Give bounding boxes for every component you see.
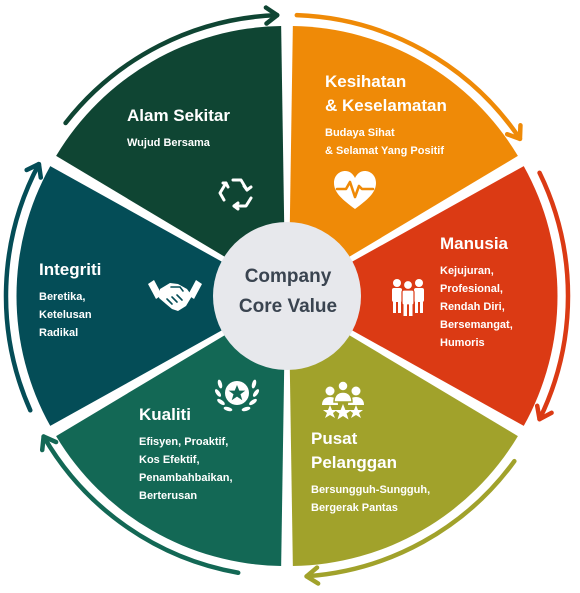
- segment-description-line-2: Bergerak Pantas: [311, 502, 398, 514]
- segment-description-line-3: Penambahbaikan,: [139, 472, 233, 484]
- arrow-head-icon: [24, 161, 44, 180]
- arrow-head-icon: [504, 123, 523, 142]
- segment-description: Beretika,: [39, 291, 86, 303]
- arrow-head-icon: [39, 434, 59, 453]
- people-icon: [392, 279, 424, 316]
- segment-wedge-kesihatan: [288, 26, 518, 293]
- segment-wedge-pusat-pelanggan: [288, 299, 518, 566]
- arrow-head-icon: [304, 565, 321, 586]
- segment-wedge-manusia: [290, 166, 558, 426]
- center-label: Company Core Value: [220, 262, 356, 322]
- handshake-icon: [148, 280, 202, 311]
- segment-description-line-5: Humoris: [440, 337, 485, 349]
- segment-title: Kualiti: [139, 405, 191, 424]
- segment-manusia: Manusia Kejujuran, Profesional, Rendah D…: [440, 232, 513, 352]
- segment-title: Kesihatan: [325, 72, 407, 91]
- segment-pusat-pelanggan: Pusat Pelanggan Bersungguh-Sungguh, Berg…: [311, 427, 430, 517]
- center-line-1: Company: [244, 266, 332, 287]
- segment-description: Bersungguh-Sungguh,: [311, 484, 431, 496]
- segment-title: Alam Sekitar: [127, 106, 230, 125]
- segment-description-line-4: Berterusan: [139, 490, 198, 502]
- customers-icon: [322, 380, 364, 420]
- segment-wedge-integriti: [16, 166, 284, 426]
- segment-description-line-2: & Selamat Yang Positif: [325, 145, 445, 157]
- segment-description-line-3: Radikal: [39, 327, 79, 339]
- center-circle: [213, 222, 361, 370]
- segment-description-line-2: Ketelusan: [39, 309, 92, 321]
- segment-title: Integriti: [39, 260, 102, 279]
- segment-title-line-2: Pelanggan: [311, 453, 397, 472]
- segment-description-line-3: Rendah Diri,: [440, 301, 505, 313]
- arrow-arc-teal: [41, 434, 241, 575]
- segment-description-line-4: Bersemangat,: [440, 319, 513, 331]
- segment-description: Budaya Sihat: [325, 127, 395, 139]
- segment-title: Pusat: [311, 429, 358, 448]
- arrow-arc-orange: [294, 12, 523, 142]
- segment-description-line-2: Kos Efektif,: [139, 454, 200, 466]
- segment-title: Manusia: [440, 234, 509, 253]
- recycle-icon: [218, 178, 253, 211]
- segment-description: Efisyen, Proaktif,: [139, 436, 229, 448]
- segment-description-line-2: Profesional,: [440, 283, 503, 295]
- segment-description: Wujud Bersama: [127, 137, 210, 149]
- heart-pulse-icon: [334, 171, 376, 209]
- arrow-arc-darkteal: [3, 161, 42, 413]
- segment-kualiti: Kualiti Efisyen, Proaktif, Kos Efektif, …: [139, 403, 233, 505]
- arrow-head-icon: [534, 403, 554, 422]
- arrow-arc-green: [63, 12, 280, 126]
- arrow-arc-red: [537, 170, 571, 422]
- center-line-2: Core Value: [238, 296, 338, 317]
- segment-description: Kejujuran,: [440, 265, 494, 277]
- segment-wedge-alam-sekitar: [56, 26, 286, 293]
- arrow-head-icon: [263, 5, 280, 26]
- segment-integriti: Integriti Beretika, Ketelusan Radikal: [39, 258, 101, 342]
- segment-kesihatan-keselamatan: Kesihatan & Keselamatan Budaya Sihat & S…: [325, 70, 447, 160]
- arrow-arc-olive: [304, 458, 517, 579]
- segment-wedge-kualiti: [56, 299, 286, 566]
- segment-title-line-2: & Keselamatan: [325, 96, 447, 115]
- star-laurel-icon: [214, 379, 260, 412]
- segment-alam-sekitar: Alam Sekitar Wujud Bersama: [127, 104, 230, 152]
